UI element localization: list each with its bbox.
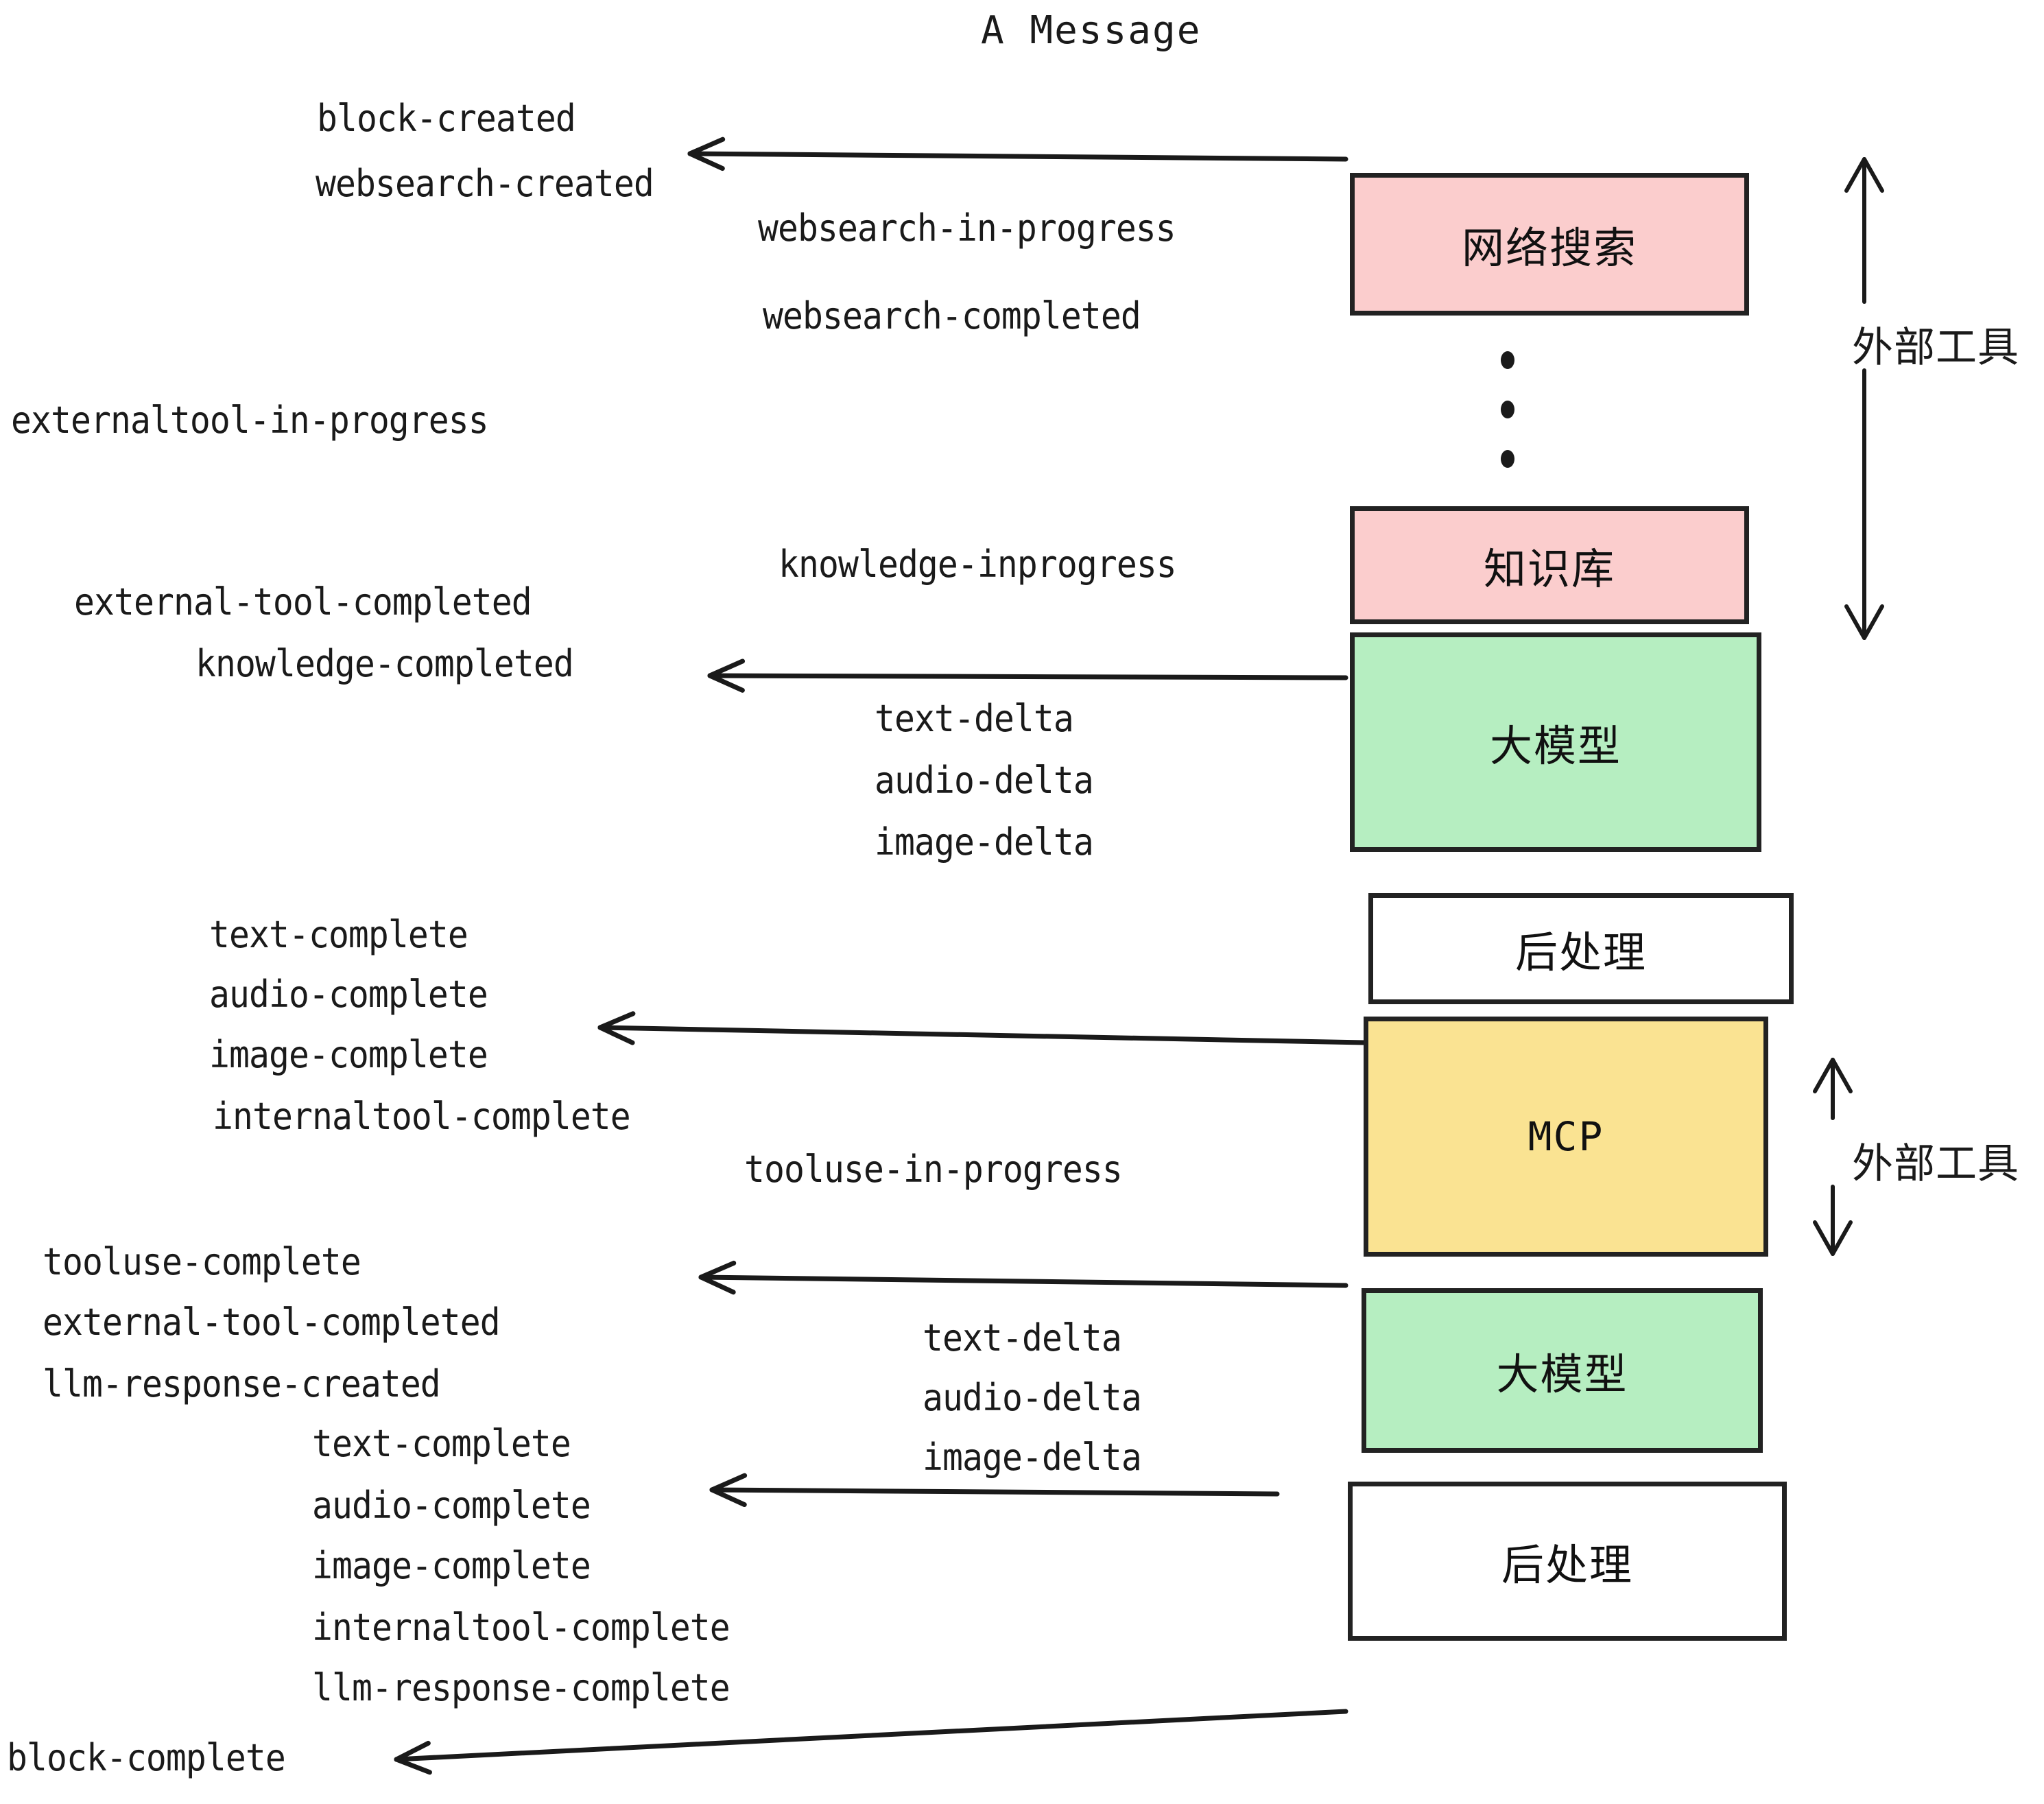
box-knowledge: 知识库 <box>1350 506 1749 624</box>
arrow-block-created <box>687 137 1348 171</box>
event-label-image-delta-2: image-delta <box>923 1436 1142 1479</box>
arrow-knowledge-completed <box>707 658 1348 693</box>
side-label-external-tools-top: 外部工具 <box>1852 324 2019 372</box>
event-label-internaltool-complete-1: internaltool-complete <box>213 1095 631 1138</box>
event-label-knowledge-completed: knowledge-completed <box>195 642 574 685</box>
arrow-image-complete <box>597 1011 1368 1045</box>
event-label-external-tool-completed-1: external-tool-completed <box>74 580 532 624</box>
event-label-external-tool-completed-2: external-tool-completed <box>43 1301 501 1344</box>
ellipsis-dot-1 <box>1501 351 1514 369</box>
event-label-image-delta-1: image-delta <box>875 820 1094 864</box>
event-label-block-complete: block-complete <box>7 1736 286 1779</box>
event-label-block-created: block-created <box>317 97 576 140</box>
event-label-text-delta-1: text-delta <box>875 697 1074 740</box>
event-label-audio-delta-2: audio-delta <box>923 1376 1142 1419</box>
event-label-websearch-created: websearch-created <box>316 162 654 205</box>
event-label-audio-complete-2: audio-complete <box>312 1484 591 1527</box>
event-label-knowledge-inprogress: knowledge-inprogress <box>779 543 1177 586</box>
arrow-tooluse-complete <box>698 1260 1348 1295</box>
box-websearch: 网络搜索 <box>1350 173 1749 316</box>
event-label-tooluse-in-progress: tooluse-in-progress <box>744 1148 1123 1191</box>
box-llm-1: 大模型 <box>1350 632 1761 852</box>
event-label-llm-response-complete: llm-response-complete <box>312 1666 730 1709</box>
event-label-text-complete-2: text-complete <box>312 1422 571 1465</box>
event-label-image-complete-2: image-complete <box>312 1544 591 1587</box>
event-label-internaltool-complete-2: internaltool-complete <box>312 1606 730 1649</box>
ellipsis-dot-2 <box>1501 401 1514 418</box>
event-label-image-complete-1: image-complete <box>209 1033 488 1076</box>
double-arrow-external-tools-top <box>1844 157 1884 640</box>
box-llm-2: 大模型 <box>1362 1288 1763 1453</box>
arrow-audio-complete <box>709 1473 1280 1508</box>
arrow-block-complete <box>394 1709 1348 1775</box>
event-label-text-complete-1: text-complete <box>209 913 468 956</box>
double-arrow-external-tools-bottom <box>1813 1058 1853 1256</box>
event-label-externaltool-in-progress: externaltool-in-progress <box>11 399 489 442</box>
box-postprocess-1: 后处理 <box>1368 893 1794 1004</box>
event-label-audio-complete-1: audio-complete <box>209 973 488 1016</box>
event-label-text-delta-2: text-delta <box>923 1316 1122 1360</box>
event-label-websearch-completed: websearch-completed <box>763 294 1141 337</box>
event-label-llm-response-created: llm-response-created <box>43 1362 441 1405</box>
ellipsis-dot-3 <box>1501 450 1514 468</box>
event-label-tooluse-complete: tooluse-complete <box>43 1240 361 1283</box>
event-label-websearch-in-progress: websearch-in-progress <box>758 206 1176 250</box>
event-label-audio-delta-1: audio-delta <box>875 759 1094 802</box>
box-mcp: MCP <box>1364 1017 1768 1257</box>
box-postprocess-2: 后处理 <box>1348 1482 1787 1641</box>
side-label-external-tools-bottom: 外部工具 <box>1852 1140 2019 1188</box>
page-title: A Message <box>981 8 1202 53</box>
